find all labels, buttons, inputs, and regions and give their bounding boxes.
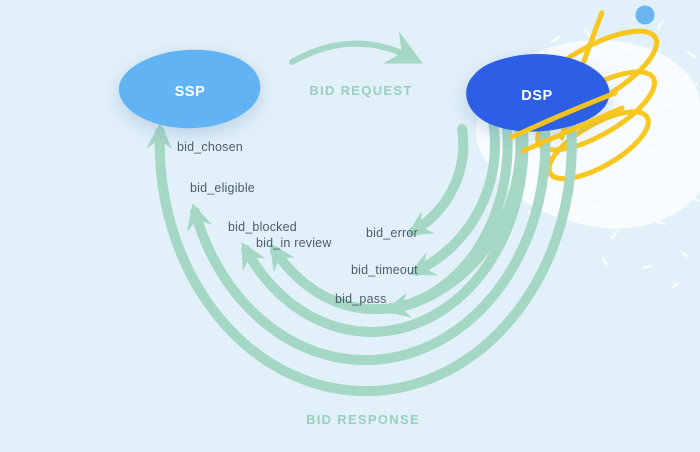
arc-bid-blocked [241, 124, 529, 337]
arc-bid-timeout [408, 116, 500, 276]
blue-dot-icon [635, 5, 655, 25]
dsp-node-label: DSP [521, 88, 553, 104]
label-bid-pass: bid_pass [335, 292, 387, 306]
ssp-node-label: SSP [174, 84, 206, 100]
arc-bid-pass [384, 111, 526, 319]
arc-bid-chosen [146, 118, 577, 397]
label-bid-blocked: bid_blocked [228, 220, 297, 234]
ssp-blob [118, 49, 261, 129]
bid-response-arcs [146, 111, 577, 397]
yellow-scribble-front-strokes [509, 90, 625, 154]
arc-bid-eligible [187, 121, 551, 366]
label-bid-error: bid_error [366, 226, 418, 240]
bid-response-label: BID RESPONSE [306, 412, 420, 427]
label-bid-eligible: bid_eligible [190, 181, 255, 195]
arc-bid-error [406, 124, 469, 236]
label-bid-chosen: bid_chosen [177, 140, 243, 154]
bid-request-label: BID REQUEST [309, 83, 413, 98]
bid-request-arrow-icon [289, 31, 423, 65]
label-bid-in-review: bid_in review [256, 236, 332, 250]
label-bid-timeout: bid_timeout [351, 263, 418, 277]
